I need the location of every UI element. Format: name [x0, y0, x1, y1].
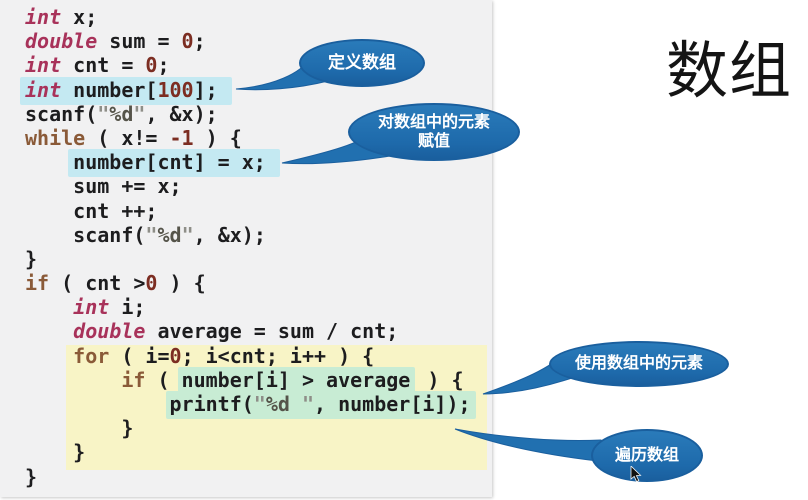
code-token: [25, 344, 73, 368]
callout-label: 使用数组中的元素: [574, 355, 703, 373]
code-highlight-green: printf("%d ", number[i]);: [165, 391, 476, 419]
code-token: ) {: [157, 271, 206, 296]
code-token: scanf(: [25, 101, 98, 126]
code-line: scanf("%d", &x);: [25, 223, 476, 247]
code-token: printf(: [169, 392, 254, 416]
code-token: (: [145, 367, 182, 392]
code-token: ": [301, 392, 315, 416]
code-line: int x;: [25, 5, 476, 29]
code-token: scanf(: [25, 222, 146, 247]
code-token: x;: [61, 5, 98, 29]
code-token: [25, 319, 73, 343]
code-token: 0: [145, 271, 158, 296]
code-line: }: [25, 416, 476, 440]
code-token: if: [121, 367, 146, 392]
code-line: sum += x;: [25, 174, 476, 198]
code-token: i;: [109, 295, 146, 320]
code-token: [25, 392, 170, 416]
code-line: }: [25, 247, 476, 271]
code-line: }: [25, 440, 476, 464]
callout-label: 对数组中的元素: [377, 113, 490, 131]
code-token: if: [25, 271, 50, 296]
code-token: ( cnt >: [49, 271, 146, 296]
code-highlight-green: number[i] > average: [177, 366, 416, 395]
code-token: -1: [169, 125, 194, 150]
code-token: ;: [157, 53, 170, 78]
code-token: ( x!=: [85, 125, 170, 150]
code-token: number[: [61, 77, 158, 102]
code-token: number[cnt] = x;: [73, 150, 266, 175]
mouse-cursor: [630, 466, 642, 483]
code-token: cnt =: [61, 53, 146, 78]
code-line: for ( i=0; i<cnt; i++ ) {: [25, 344, 476, 368]
code-token: 0: [169, 343, 182, 368]
code-token: double: [73, 319, 146, 344]
code-line: if ( cnt >0 ) {: [25, 271, 476, 295]
code-panel: int x;double sum = 0;int cnt = 0;int num…: [0, 0, 492, 497]
code-token: while: [25, 125, 86, 150]
callout-assign-elements: 对数组中的元素 赋值: [348, 103, 520, 161]
code-token: average = sum / cnt;: [145, 319, 399, 344]
code-token: cnt ++;: [25, 198, 158, 223]
callout-traverse-array: 遍历数组: [591, 429, 703, 482]
code-token: ) {: [415, 367, 464, 392]
code-token: ": [181, 222, 194, 247]
code-token: }: [25, 440, 86, 465]
code-highlight-cyan: int number[100];: [20, 76, 232, 105]
code-token: for: [73, 343, 110, 368]
code-line: printf("%d ", number[i]);: [25, 391, 476, 419]
code-token: }: [25, 416, 134, 441]
callout-label: 定义数组: [328, 52, 396, 72]
code-token: %d: [157, 222, 182, 247]
code-token: [25, 150, 73, 174]
code-token: ": [133, 101, 146, 126]
code-token: ": [97, 101, 110, 126]
code-token: int: [25, 53, 62, 78]
code-token: int: [25, 5, 62, 29]
code-token: , number[i]);: [314, 392, 471, 416]
code-token: }: [25, 246, 38, 271]
code-token: ;: [193, 29, 206, 54]
code-line: double sum = 0;: [25, 29, 476, 53]
code-token: %d: [265, 392, 302, 416]
code-token: ( i=: [109, 343, 170, 368]
code-line: if ( number[i] > average ) {: [25, 366, 476, 395]
code-token: int: [73, 295, 110, 320]
code-token: number[i] > average: [181, 367, 411, 392]
code-token: 100: [157, 77, 194, 102]
code-line: cnt ++;: [25, 199, 476, 223]
code-listing: int x;double sum = 0;int cnt = 0;int num…: [20, 5, 476, 489]
callout-define-array: 定义数组: [299, 39, 425, 87]
code-token: 0: [181, 29, 194, 54]
code-token: [25, 295, 73, 319]
code-highlight-cyan: number[cnt] = x;: [68, 149, 280, 178]
code-token: [25, 368, 121, 392]
page-title: 数组: [666, 37, 793, 106]
code-token: ) {: [193, 125, 242, 150]
code-token: ": [253, 392, 266, 416]
code-line: int cnt = 0;: [25, 53, 476, 77]
code-line: int i;: [25, 295, 476, 319]
code-line: int number[100];: [20, 76, 476, 105]
callout-use-elements: 使用数组中的元素: [549, 341, 729, 387]
code-token: sum += x;: [25, 174, 182, 199]
code-line: scanf("%d", &x);: [25, 102, 476, 126]
code-line: }: [25, 465, 476, 489]
code-token: double: [25, 29, 98, 54]
callout-label: 遍历数组: [614, 446, 679, 464]
code-token: %d: [109, 101, 134, 126]
code-token: ": [145, 222, 158, 247]
code-token: , &x);: [193, 222, 266, 247]
code-line: while ( x!= -1 ) {: [25, 126, 476, 150]
code-token: , &x);: [145, 101, 218, 126]
code-token: ; i<cnt; i++ ) {: [181, 343, 375, 368]
code-token: int: [25, 77, 62, 102]
code-line: number[cnt] = x;: [25, 149, 476, 178]
code-token: }: [25, 464, 38, 489]
code-token: 0: [145, 53, 158, 78]
code-token: ];: [193, 77, 218, 102]
callout-label: 赋值: [417, 133, 450, 150]
code-token: sum =: [97, 29, 182, 54]
code-line: double average = sum / cnt;: [25, 319, 476, 343]
